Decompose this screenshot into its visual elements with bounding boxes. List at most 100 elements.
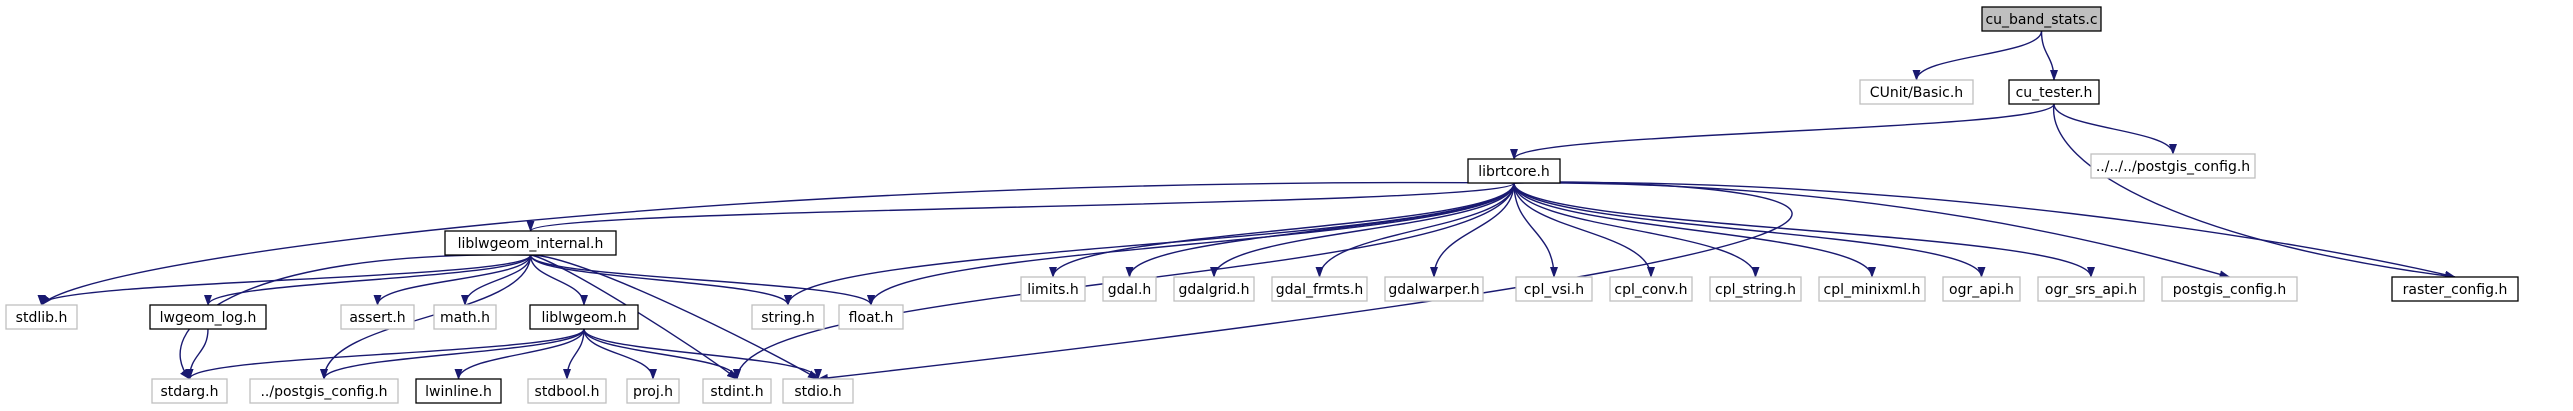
- node-box: [444, 230, 617, 256]
- edge-path: [583, 328, 657, 380]
- node-box: [249, 378, 399, 404]
- node-box: [151, 378, 228, 404]
- node-box: [340, 304, 415, 330]
- node-box: [529, 304, 639, 330]
- node-box: [415, 378, 502, 404]
- edge-liblwgeom-to-stdint: [583, 328, 741, 380]
- edge-librtcore-to-cpl_string: [1513, 182, 1760, 278]
- node-label: stdarg.h: [161, 384, 219, 400]
- edge-path: [1513, 182, 1876, 278]
- node-label: proj.h: [633, 384, 673, 400]
- node-label: postgis_config.h: [2173, 282, 2286, 298]
- node-label: limits.h: [1027, 282, 1078, 298]
- edge-liblwgeom-to-proj: [583, 328, 657, 380]
- edge-liblwgeom_internal-to-lwgeom_log: [204, 254, 532, 306]
- edge-liblwgeom-to-lwinline: [454, 328, 585, 380]
- edge-path: [2053, 103, 2177, 155]
- node-label: lwgeom_log.h: [160, 310, 257, 326]
- edge-path: [526, 182, 1515, 232]
- node-label: cpl_vsi.h: [1524, 282, 1584, 298]
- edge-liblwgeom-to-stdio: [583, 328, 822, 380]
- edge-liblwgeom_internal-to-stdarg: [179, 254, 531, 380]
- node-box: [1609, 276, 1693, 302]
- node-label: stdbool.h: [535, 384, 600, 400]
- edge-librtcore-to-gdalgrid: [1210, 182, 1515, 278]
- node-label: liblwgeom.h: [541, 310, 626, 326]
- node-label: librtcore.h: [1478, 164, 1550, 180]
- node-label: gdalgrid.h: [1179, 282, 1250, 298]
- node-proj: proj.h: [626, 378, 680, 404]
- edge-librtcore-to-ogr_srs_api: [1513, 182, 2095, 278]
- node-librtcore[interactable]: librtcore.h: [1467, 158, 1561, 184]
- node-label: stdio.h: [794, 384, 841, 400]
- edge-path: [185, 328, 585, 380]
- edge-path: [529, 254, 792, 306]
- node-cu-band-stats[interactable]: cu_band_stats.c: [1981, 6, 2102, 32]
- edge-librtcore-to-gdal: [1125, 182, 1515, 278]
- edge-path: [530, 254, 819, 380]
- edge-path: [1510, 103, 2055, 160]
- node-stdarg: stdarg.h: [151, 378, 228, 404]
- node-label: stdlib.h: [16, 310, 68, 326]
- node-gdalgrid: gdalgrid.h: [1173, 276, 1255, 302]
- node-label: ../../../postgis_config.h: [2096, 159, 2250, 175]
- node-float: float.h: [838, 304, 904, 330]
- edge-librtcore-to-cpl_minixml: [1513, 182, 1876, 278]
- node-box: [2090, 153, 2256, 179]
- edge-path: [1125, 182, 1515, 278]
- node-ogr-srs-api: ogr_srs_api.h: [2037, 276, 2145, 302]
- edge-liblwgeom_internal-to-float: [529, 254, 875, 306]
- node-gdal-frmts: gdal_frmts.h: [1271, 276, 1368, 302]
- node-cpl-minixml: cpl_minixml.h: [1818, 276, 1926, 302]
- node-box: [433, 304, 497, 330]
- edge-path: [2040, 30, 2058, 81]
- edge-liblwgeom-to-postgis_config_up1: [320, 328, 585, 380]
- node-box: [1102, 276, 1157, 302]
- edge-liblwgeom-to-stdarg: [185, 328, 585, 380]
- edge-liblwgeom_internal-to-stdlib: [37, 254, 532, 306]
- edge-path: [529, 254, 875, 306]
- node-box: [1020, 276, 1086, 302]
- node-postgis-config-up3: ../../../postgis_config.h: [2090, 153, 2256, 179]
- edge-path: [461, 254, 532, 306]
- node-box: [782, 378, 854, 404]
- node-liblwgeom-internal[interactable]: liblwgeom_internal.h: [444, 230, 617, 256]
- node-label: cu_band_stats.c: [1985, 12, 2097, 28]
- edge-path: [179, 254, 531, 380]
- edge-librtcore-to-limits: [1049, 182, 1515, 278]
- node-label: liblwgeom_internal.h: [458, 236, 604, 252]
- node-assert: assert.h: [340, 304, 415, 330]
- edge-path: [1513, 181, 2456, 279]
- node-stdlib: stdlib.h: [5, 304, 78, 330]
- node-box: [838, 304, 904, 330]
- node-math: math.h: [433, 304, 497, 330]
- node-box: [626, 378, 680, 404]
- edge-librtcore-to-liblwgeom_internal: [526, 182, 1515, 232]
- node-lwinline[interactable]: lwinline.h: [415, 378, 502, 404]
- edge-liblwgeom_internal-to-assert: [373, 254, 532, 306]
- node-lwgeom-log[interactable]: lwgeom_log.h: [149, 304, 267, 330]
- edge-path: [1210, 182, 1515, 278]
- node-box: [1515, 276, 1593, 302]
- edge-path: [1430, 182, 1515, 278]
- edge-liblwgeom_internal-to-liblwgeom: [529, 254, 588, 306]
- edge-cu_band_stats-to-cunit_basic: [1912, 30, 2043, 81]
- node-cu-tester[interactable]: cu_tester.h: [2008, 79, 2100, 105]
- edge-path: [1315, 182, 1515, 278]
- node-stdio: stdio.h: [782, 378, 854, 404]
- edge-librtcore-to-raster_config: [1513, 181, 2456, 279]
- edge-path: [1513, 182, 2095, 278]
- node-liblwgeom[interactable]: liblwgeom.h: [529, 304, 639, 330]
- node-limits: limits.h: [1020, 276, 1086, 302]
- node-box: [5, 304, 78, 330]
- node-cpl-string: cpl_string.h: [1709, 276, 1802, 302]
- node-label: lwinline.h: [425, 384, 492, 400]
- edge-path: [1513, 182, 1986, 278]
- node-label: gdal_frmts.h: [1276, 282, 1363, 298]
- edge-path: [583, 328, 822, 380]
- edge-liblwgeom_internal-to-math: [461, 254, 532, 306]
- node-raster-config[interactable]: raster_config.h: [2391, 276, 2519, 302]
- edge-path: [583, 328, 741, 380]
- node-label: cpl_conv.h: [1614, 282, 1687, 298]
